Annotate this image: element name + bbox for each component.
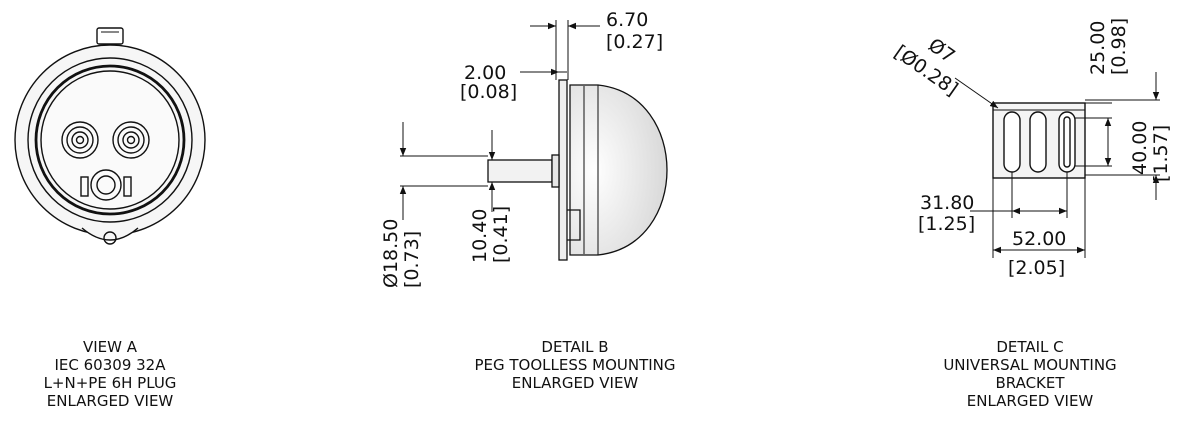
dim-width-mm: 52.00 [1012,228,1066,250]
peg-shaft [487,159,553,183]
caption-view-a: VIEW A IEC 60309 32A L+N+PE 6H PLUG ENLA… [20,338,200,410]
dim-top-offset-mm: 25.00 [1087,21,1109,75]
caption-line: L+N+PE 6H PLUG [43,374,177,392]
dim-peg-gap-mm: 2.00 [464,62,506,84]
plug-face-ring [34,64,186,216]
dim-width-in: [2.05] [1008,257,1065,279]
plug-pin-right [112,121,150,159]
caption-line: BRACKET [995,374,1065,392]
caption-line: IEC 60309 32A [54,356,166,374]
peg-collar [551,154,560,188]
dim-height-mm: 40.00 [1129,121,1151,175]
plug-rim [27,57,193,223]
plug-bottom-tab [81,227,139,241]
caption-detail-b: DETAIL B PEG TOOLLESS MOUNTING ENLARGED … [445,338,705,392]
plug-face-view [14,27,206,245]
caption-line: VIEW A [82,338,138,356]
plug-slot-right [123,176,132,197]
plug-key-tab [96,27,124,45]
plug-earth-pin [90,169,122,201]
peg-mounting-view [399,20,668,261]
bracket-slot-middle [1029,111,1047,173]
caption-line: ENLARGED VIEW [966,392,1094,410]
dome-body [569,84,668,256]
plug-pin-left [61,121,99,159]
dim-height-in: [1.57] [1150,125,1172,182]
plug-face [40,70,180,210]
plug-slot-left [80,176,89,197]
caption-line: UNIVERSAL MOUNTING [943,356,1117,374]
dim-peg-gap-in: [0.08] [460,81,517,103]
bracket-view [954,72,1160,258]
dim-peg-diameter-in: [0.73] [401,231,423,288]
dim-plate-thickness-mm: 6.70 [606,9,648,31]
caption-line: ENLARGED VIEW [511,374,639,392]
dim-peg-diameter-mm: Ø18.50 [380,219,402,288]
dim-top-offset-in: [0.98] [1108,18,1130,75]
plug-tab-hole [103,231,117,245]
plate-boss [567,209,581,241]
bracket-slot-right [1058,111,1076,173]
caption-line: PEG TOOLLESS MOUNTING [474,356,676,374]
dim-peg-shaft-mm: 10.40 [469,209,491,263]
caption-detail-c: DETAIL C UNIVERSAL MOUNTING BRACKET ENLA… [920,338,1140,410]
bracket-slot-left [1003,111,1021,173]
caption-line: DETAIL C [996,338,1064,356]
dim-slot-spacing-in: [1.25] [918,213,975,235]
caption-line: DETAIL B [541,338,609,356]
dim-slot-spacing-mm: 31.80 [920,192,974,214]
dim-peg-shaft-in: [0.41] [490,206,512,263]
mounting-plate [558,79,568,261]
dim-plate-thickness-in: [0.27] [606,31,663,53]
bracket-slot-inner [1063,116,1071,168]
caption-line: ENLARGED VIEW [46,392,174,410]
